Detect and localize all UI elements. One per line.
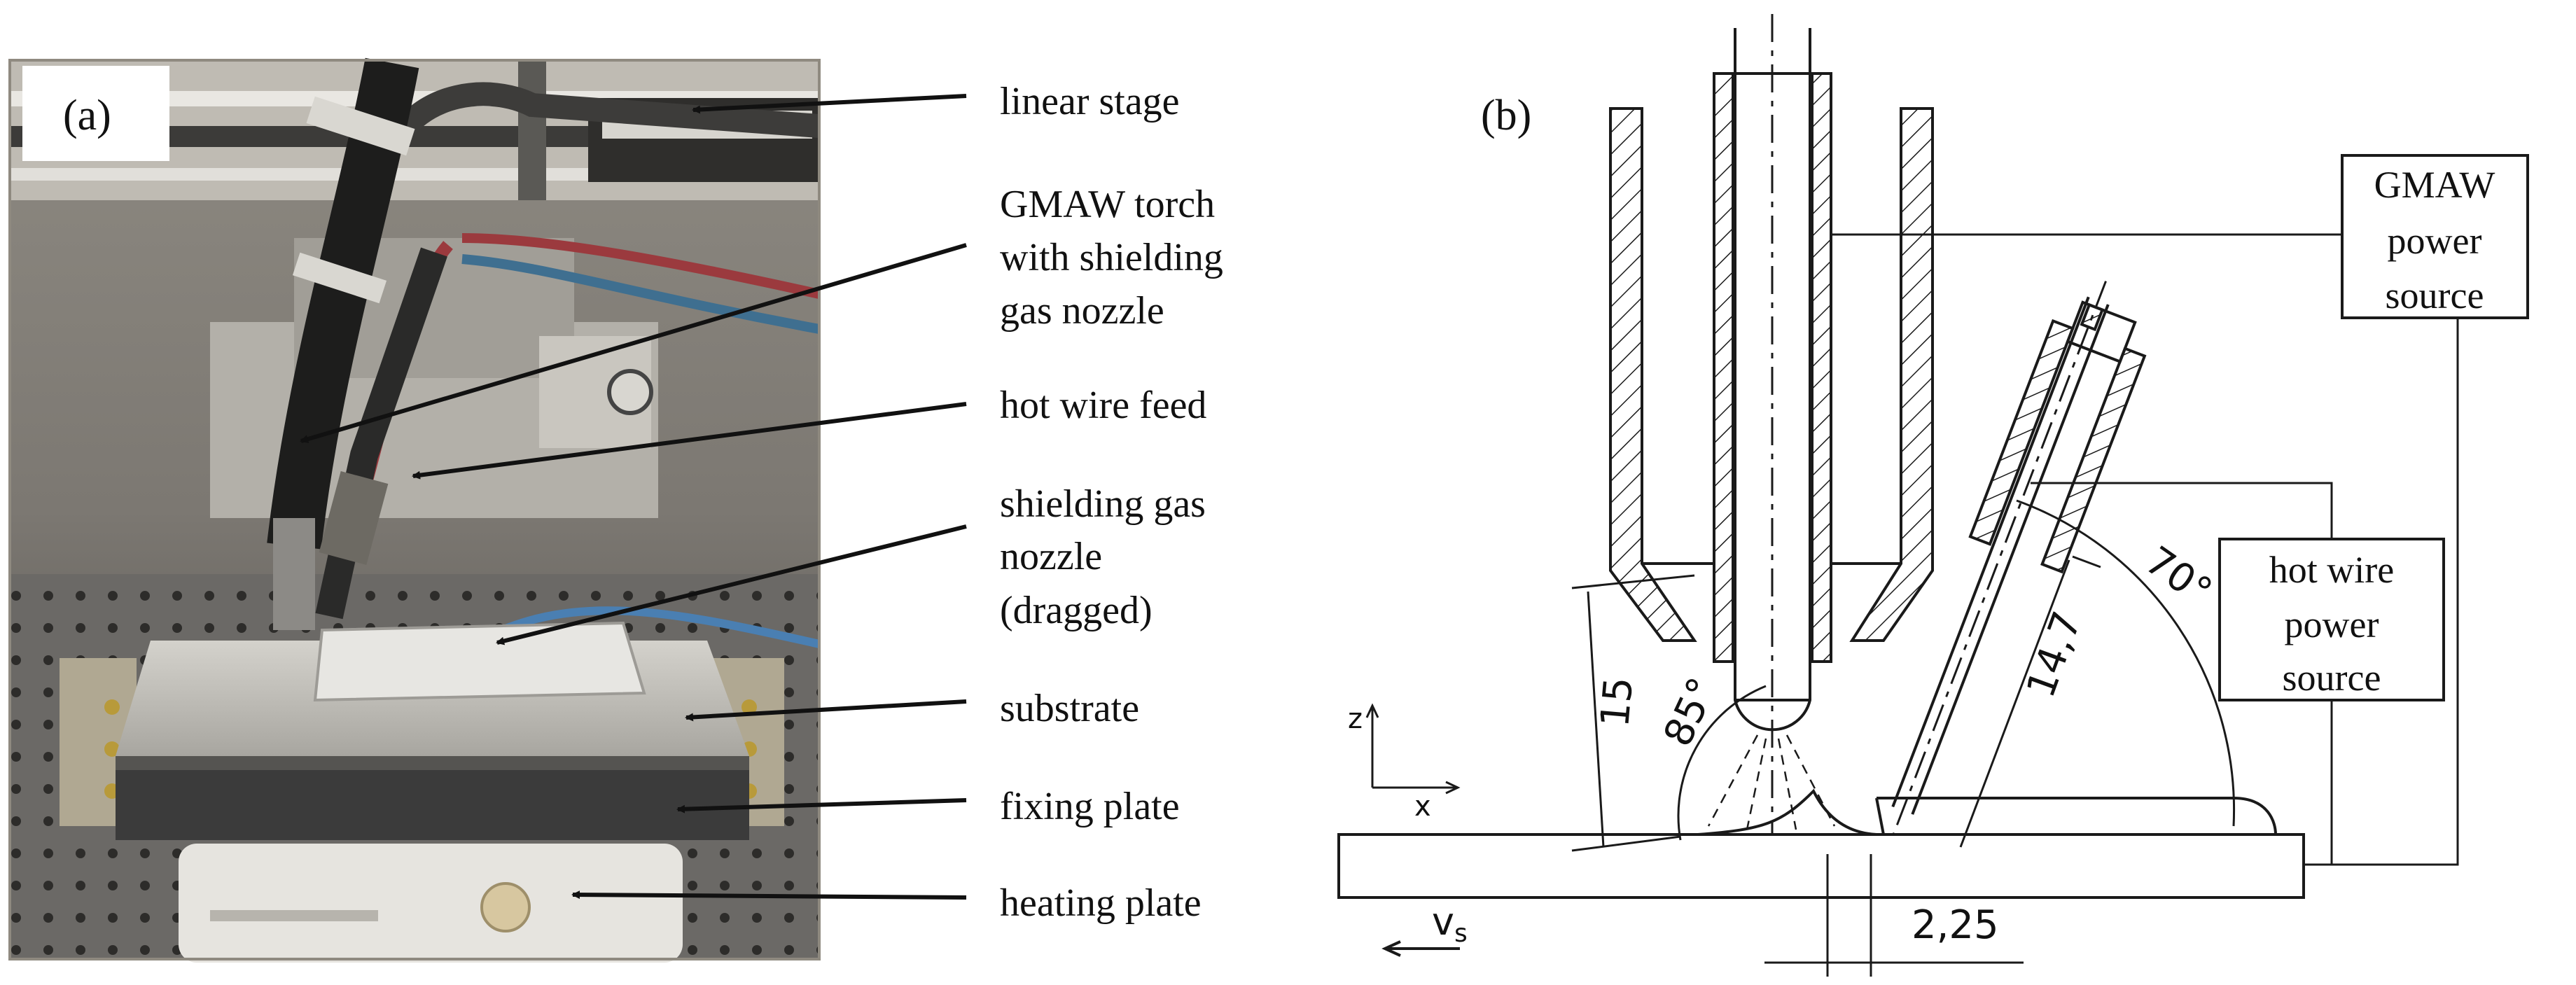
gmaw-box-line2: power (2388, 220, 2482, 262)
dim-15-label: 15 (1592, 676, 1642, 729)
arrow-torch (300, 243, 967, 443)
hot-wire-feed-photo (315, 247, 447, 620)
label-torch-line3: gas nozzle (1000, 289, 1164, 333)
weld-deposit (1877, 797, 2277, 835)
panel-a-annotations: linear stage GMAW torch with shielding g… (1000, 80, 1223, 925)
power-source-labels: GMAW power source hot wire power source (2269, 164, 2495, 699)
arrow-heating-plate (571, 890, 967, 900)
dim-2-25 (1764, 854, 2024, 977)
travel-subscript: s (1454, 919, 1468, 948)
arrow-fixing-plate (676, 798, 967, 813)
hotwire-box-line3: source (2283, 657, 2381, 699)
weld-bead (1697, 788, 1877, 836)
hot-wire-guide (1888, 281, 2147, 844)
arrow-substrate (685, 699, 967, 722)
label-heating-plate: heating plate (1000, 881, 1202, 925)
axis-x-label: x (1414, 790, 1431, 823)
travel-arrow (1381, 940, 1460, 957)
label-nozzle-line3: (dragged) (1000, 589, 1153, 632)
axis-z-label: z (1348, 703, 1363, 735)
label-torch-line2: with shielding (1000, 236, 1223, 279)
hotwire-box-line1: hot wire (2269, 549, 2394, 591)
heating-plate-photo (179, 844, 683, 963)
panel-b-drawing: (b) (1337, 14, 2529, 977)
dim-2-25-label: 2,25 (1912, 902, 1999, 948)
panel-a-photo: (a) (8, 57, 821, 963)
hotwire-box-line2: power (2285, 603, 2379, 645)
arrow-linear-stage (692, 94, 967, 114)
gmaw-electrode (1734, 14, 1811, 868)
dim-85-arc (1677, 685, 1767, 841)
label-torch-line1: GMAW torch (1000, 183, 1215, 226)
axes (1365, 703, 1461, 795)
arrow-hotwire (412, 402, 967, 480)
dim-14-7-label: 14,7 (2018, 606, 2091, 703)
dim-85-label: 85° (1655, 671, 1726, 753)
panel-a-arrows (300, 94, 967, 900)
panel-b-label: (b) (1481, 92, 1531, 139)
travel-label: v (1432, 900, 1454, 944)
dim-14-7 (1959, 555, 2101, 848)
panel-a-label: (a) (63, 92, 111, 139)
dim-15 (1571, 574, 1695, 852)
dim-70-arc (2016, 499, 2236, 827)
gmaw-box-line3: source (2386, 274, 2484, 316)
substrate-drawing (1337, 833, 2305, 899)
label-linear-stage: linear stage (1000, 80, 1180, 123)
label-nozzle-line2: nozzle (1000, 535, 1102, 578)
label-fixing-plate: fixing plate (1000, 785, 1180, 828)
label-nozzle-line1: shielding gas (1000, 482, 1206, 526)
hotwire-power-source-box (2218, 538, 2445, 701)
label-substrate: substrate (1000, 687, 1139, 730)
label-hotwire-feed: hot wire feed (1000, 384, 1206, 427)
gmaw-nozzle (1609, 72, 1934, 663)
arrow-nozzle (496, 524, 967, 645)
gmaw-power-source-box (2341, 154, 2529, 319)
dim-70-label: 70° (2137, 538, 2220, 615)
connection-lines (1831, 233, 2459, 866)
gmaw-box-line1: GMAW (2374, 164, 2495, 206)
